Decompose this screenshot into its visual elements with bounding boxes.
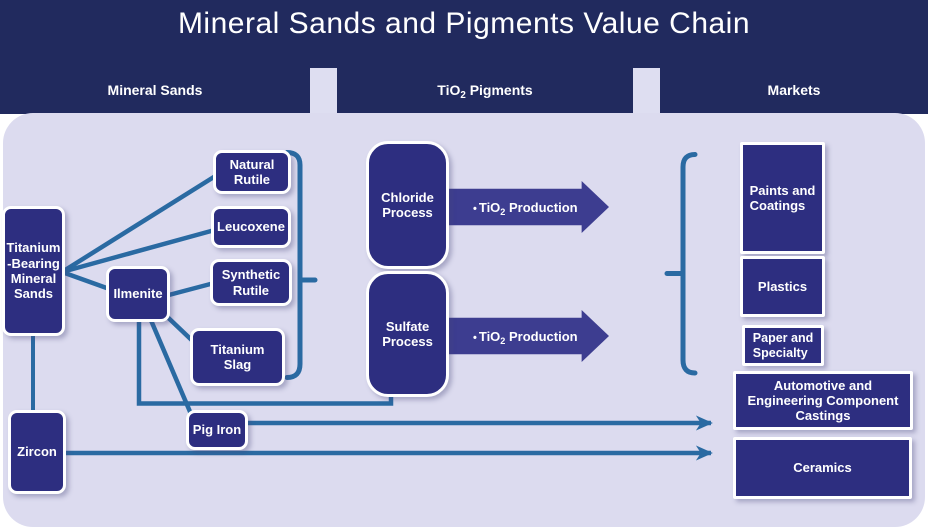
box-label: Titanium Slag [210,341,265,372]
header-divider-notch [633,68,660,114]
box-paints-and-coatings: Paints and Coatings [740,142,825,254]
box-zircon: Zircon [8,410,66,494]
box-synthetic-rutile: Synthetic Rutile [210,259,292,306]
tio2-production-arrow-chloride: •TiO2 Production [448,181,609,233]
box-automotive-castings: Automotive and Engineering Component Cas… [733,371,913,430]
box-leucoxene: Leucoxene [211,206,291,248]
tio2-production-label: •TiO2 Production [473,199,578,217]
connector-ilmenite-synthetic-rutile [164,279,219,299]
box-sulfate-process: Sulfate Process [366,271,449,397]
box-natural-rutile: Natural Rutile [213,150,291,194]
box-label: Plastics [757,278,808,294]
box-label: Paper and Specialty [752,330,814,360]
box-ilmenite: Ilmenite [106,266,170,322]
box-label: Synthetic Rutile [221,267,281,298]
box-label: Leucoxene [217,219,285,235]
bracket-feedstocks [284,150,303,380]
box-pig-iron: Pig Iron [186,410,248,450]
box-label: Ilmenite [113,286,163,302]
box-label: Pig Iron [192,422,242,438]
box-ceramics: Ceramics [733,437,912,499]
tio2-production-arrow-sulfate: •TiO2 Production [448,310,609,362]
bracket-markets [680,152,698,376]
connector-tbms-leucoxene [61,225,223,275]
connector-tbms-natural-rutile [60,168,227,274]
header-bar [0,0,928,114]
box-label: Chloride Process [381,189,434,220]
connector-ilmenite-pig-iron [147,317,194,415]
tab-markets-label: Markets [767,82,821,98]
tab-markets: Markets [660,82,928,98]
page-title: Mineral Sands and Pigments Value Chain [177,7,751,40]
tab-mineral-sands: Mineral Sands [0,82,310,98]
box-paper-and-specialty: Paper and Specialty [742,325,824,366]
box-label: Sulfate Process [382,318,433,349]
box-titanium-slag: Titanium Slag [190,328,285,386]
tio2-production-label: •TiO2 Production [473,328,578,346]
box-label: Zircon [17,444,57,460]
box-label: Ceramics [793,460,852,476]
box-label: Paints and Coatings [749,182,816,213]
box-label: Titanium -Bearing Mineral Sands [6,240,61,302]
box-plastics: Plastics [740,256,825,317]
tab-mineral-sands-label: Mineral Sands [107,82,203,98]
tab-tio2-pigments: TiO2 Pigments [337,82,633,101]
box-chloride-process: Chloride Process [366,141,449,269]
tab-tio2-pigments-label: TiO2 Pigments [437,82,533,101]
box-label: Natural Rutile [229,156,275,187]
box-titanium-bearing-mineral-sands: Titanium -Bearing Mineral Sands [2,206,65,336]
box-label: Automotive and Engineering Component Cas… [747,377,899,424]
header-divider-notch [310,68,337,114]
connector-ilmenite-sulfate-process [136,318,394,406]
